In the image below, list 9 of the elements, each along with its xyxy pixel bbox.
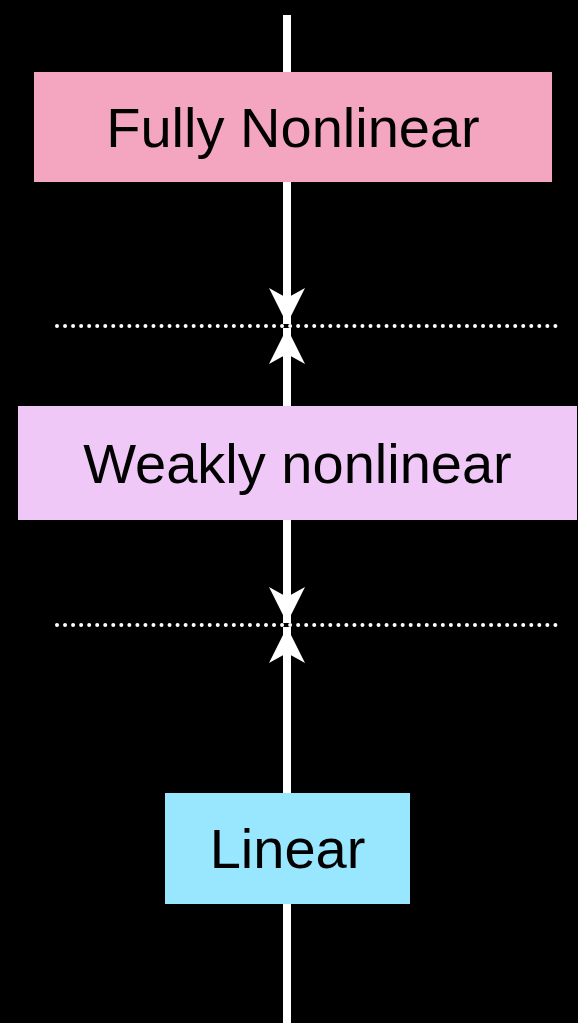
box-label: Fully Nonlinear — [106, 94, 480, 160]
regime-box — [34, 72, 552, 182]
box-label: Linear — [209, 816, 366, 881]
dotted-line — [55, 623, 558, 627]
dotted-line — [55, 324, 558, 328]
box-label: Weakly nonlinear — [83, 430, 512, 496]
regime-box — [18, 406, 577, 520]
regime-box — [165, 793, 410, 904]
line — [283, 904, 291, 1023]
